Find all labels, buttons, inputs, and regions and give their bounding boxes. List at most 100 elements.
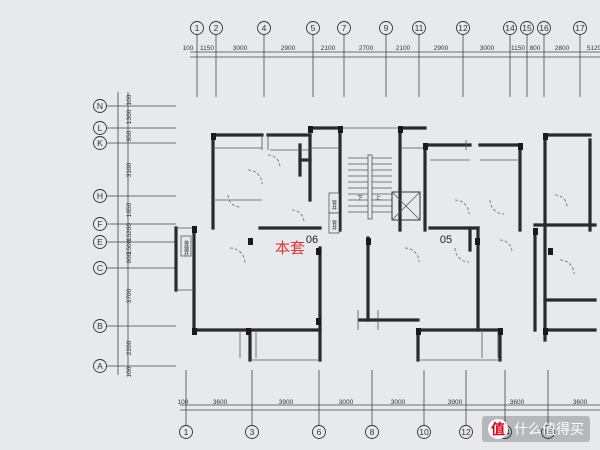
bottom-axis-bubble-label: 6 [317, 427, 322, 437]
top-axis-bubble-label: 7 [342, 23, 347, 33]
top-axis-bubble-label: 1 [195, 23, 200, 33]
bottom-axis-bubble [179, 425, 193, 439]
structural-column [533, 228, 538, 235]
door-swing [454, 199, 470, 215]
structural-column [316, 248, 321, 255]
top-axis-bubble [257, 21, 271, 35]
left-axis-bubble-label: H [97, 191, 103, 201]
elevator-cross [391, 191, 421, 221]
top-axis-bubble [412, 21, 426, 35]
top-dimension-text: 2900 [281, 45, 296, 52]
top-dimension-text: 5120 [587, 45, 600, 52]
structural-column [366, 238, 371, 245]
top-axis-bubble-label: 2 [214, 23, 219, 33]
bottom-axis-bubble [365, 425, 379, 439]
watermark: 值 什么值得买 [482, 416, 590, 442]
top-axis-bubble-label: 11 [415, 23, 424, 33]
left-dimension-text: 2200 [126, 340, 133, 355]
left-dimension-text: 1300 [126, 109, 133, 124]
top-axis-bubble-label: 17 [575, 23, 585, 33]
structural-column [543, 133, 548, 140]
door-swing [229, 247, 246, 264]
top-axis-bubble-label: 16 [539, 23, 549, 33]
top-axis-bubble [520, 21, 534, 35]
room-tag: 管井 [331, 219, 337, 231]
bottom-axis-bubble [459, 425, 473, 439]
top-dimension-text: 2100 [396, 45, 411, 52]
structural-column [192, 226, 197, 233]
top-dimension-text: 2800 [555, 45, 570, 52]
stamp-text: 本套 [275, 239, 305, 257]
bottom-axis-bubble-label: 16 [543, 427, 553, 437]
left-dimension-text: 900 [126, 252, 133, 263]
structural-column [308, 126, 313, 133]
left-dimension-text: 1650 [126, 202, 133, 217]
top-axis-bubble [456, 21, 470, 35]
door-swing [267, 154, 281, 168]
door-swing [247, 169, 263, 185]
bottom-axis-bubble-label: 8 [370, 427, 375, 437]
structural-column [518, 143, 523, 150]
room-tag: 排烟井 [183, 240, 189, 257]
left-axis-bubble [93, 235, 107, 249]
structural-column [248, 238, 253, 245]
left-axis-bubble [93, 261, 107, 275]
room-tag-box [328, 212, 340, 234]
top-axis-bubble-label: 12 [458, 23, 468, 33]
bottom-dimension-text: 3600 [510, 399, 525, 406]
bottom-axis-bubble [541, 425, 555, 439]
structural-column [246, 328, 251, 335]
door-swing [499, 239, 513, 253]
left-dimension-text: 100 [126, 366, 133, 377]
top-dimension-text: 1150 [511, 45, 525, 52]
structural-column [338, 126, 343, 133]
left-axis-bubble-label: N [97, 101, 103, 111]
structural-column [498, 328, 503, 335]
top-dimension-text: 2100 [321, 45, 336, 52]
top-axis-bubble-label: 4 [262, 23, 267, 33]
top-dimension-text: 3000 [233, 45, 248, 52]
left-axis-bubble-label: C [97, 263, 103, 273]
top-axis-bubble [209, 21, 223, 35]
top-axis-bubble [573, 21, 587, 35]
top-dimension-text: 2900 [434, 45, 449, 52]
top-dimension-text: 100 [183, 45, 194, 52]
left-axis-bubble [93, 359, 107, 373]
door-swing [559, 259, 575, 275]
structural-column [543, 328, 548, 335]
bottom-dimension-text: 3900 [279, 399, 294, 406]
left-axis-bubble [93, 121, 107, 135]
bottom-axis-bubble-label: 12 [461, 427, 471, 437]
door-swing [404, 247, 420, 263]
stair-up-label: 上 [375, 194, 381, 202]
top-axis-bubble [537, 21, 551, 35]
top-axis-bubble [190, 21, 204, 35]
left-dimension-text: 1500 [126, 239, 133, 254]
structural-column [423, 143, 428, 150]
bottom-dimension-text: 3600 [213, 399, 228, 406]
bottom-axis-bubble [417, 425, 431, 439]
unit-05-label: 05 [440, 234, 452, 246]
top-axis-bubble [337, 21, 351, 35]
left-dimension-text: 3700 [126, 288, 133, 303]
left-dimension-text: 3100 [126, 162, 133, 177]
door-swing [489, 199, 505, 215]
top-axis-bubble-label: 14 [505, 23, 515, 33]
room-tag-box [180, 235, 192, 257]
top-dimension-text: 800 [530, 45, 541, 52]
unit-06-label: 06 [306, 234, 318, 246]
left-axis-bubble [93, 189, 107, 203]
structural-column [416, 328, 421, 335]
top-axis-bubble [306, 21, 320, 35]
left-axis-bubble-label: L [98, 123, 103, 133]
door-swing [454, 247, 470, 263]
left-axis-bubble [93, 319, 107, 333]
elevator-shaft [391, 191, 421, 221]
bottom-axis-bubble [312, 425, 326, 439]
left-axis-bubble-label: E [97, 237, 103, 247]
room-tag: 管井 [331, 199, 337, 211]
stair-handrail [367, 154, 373, 220]
left-axis-bubble [93, 217, 107, 231]
left-axis-bubble-label: K [97, 138, 103, 148]
